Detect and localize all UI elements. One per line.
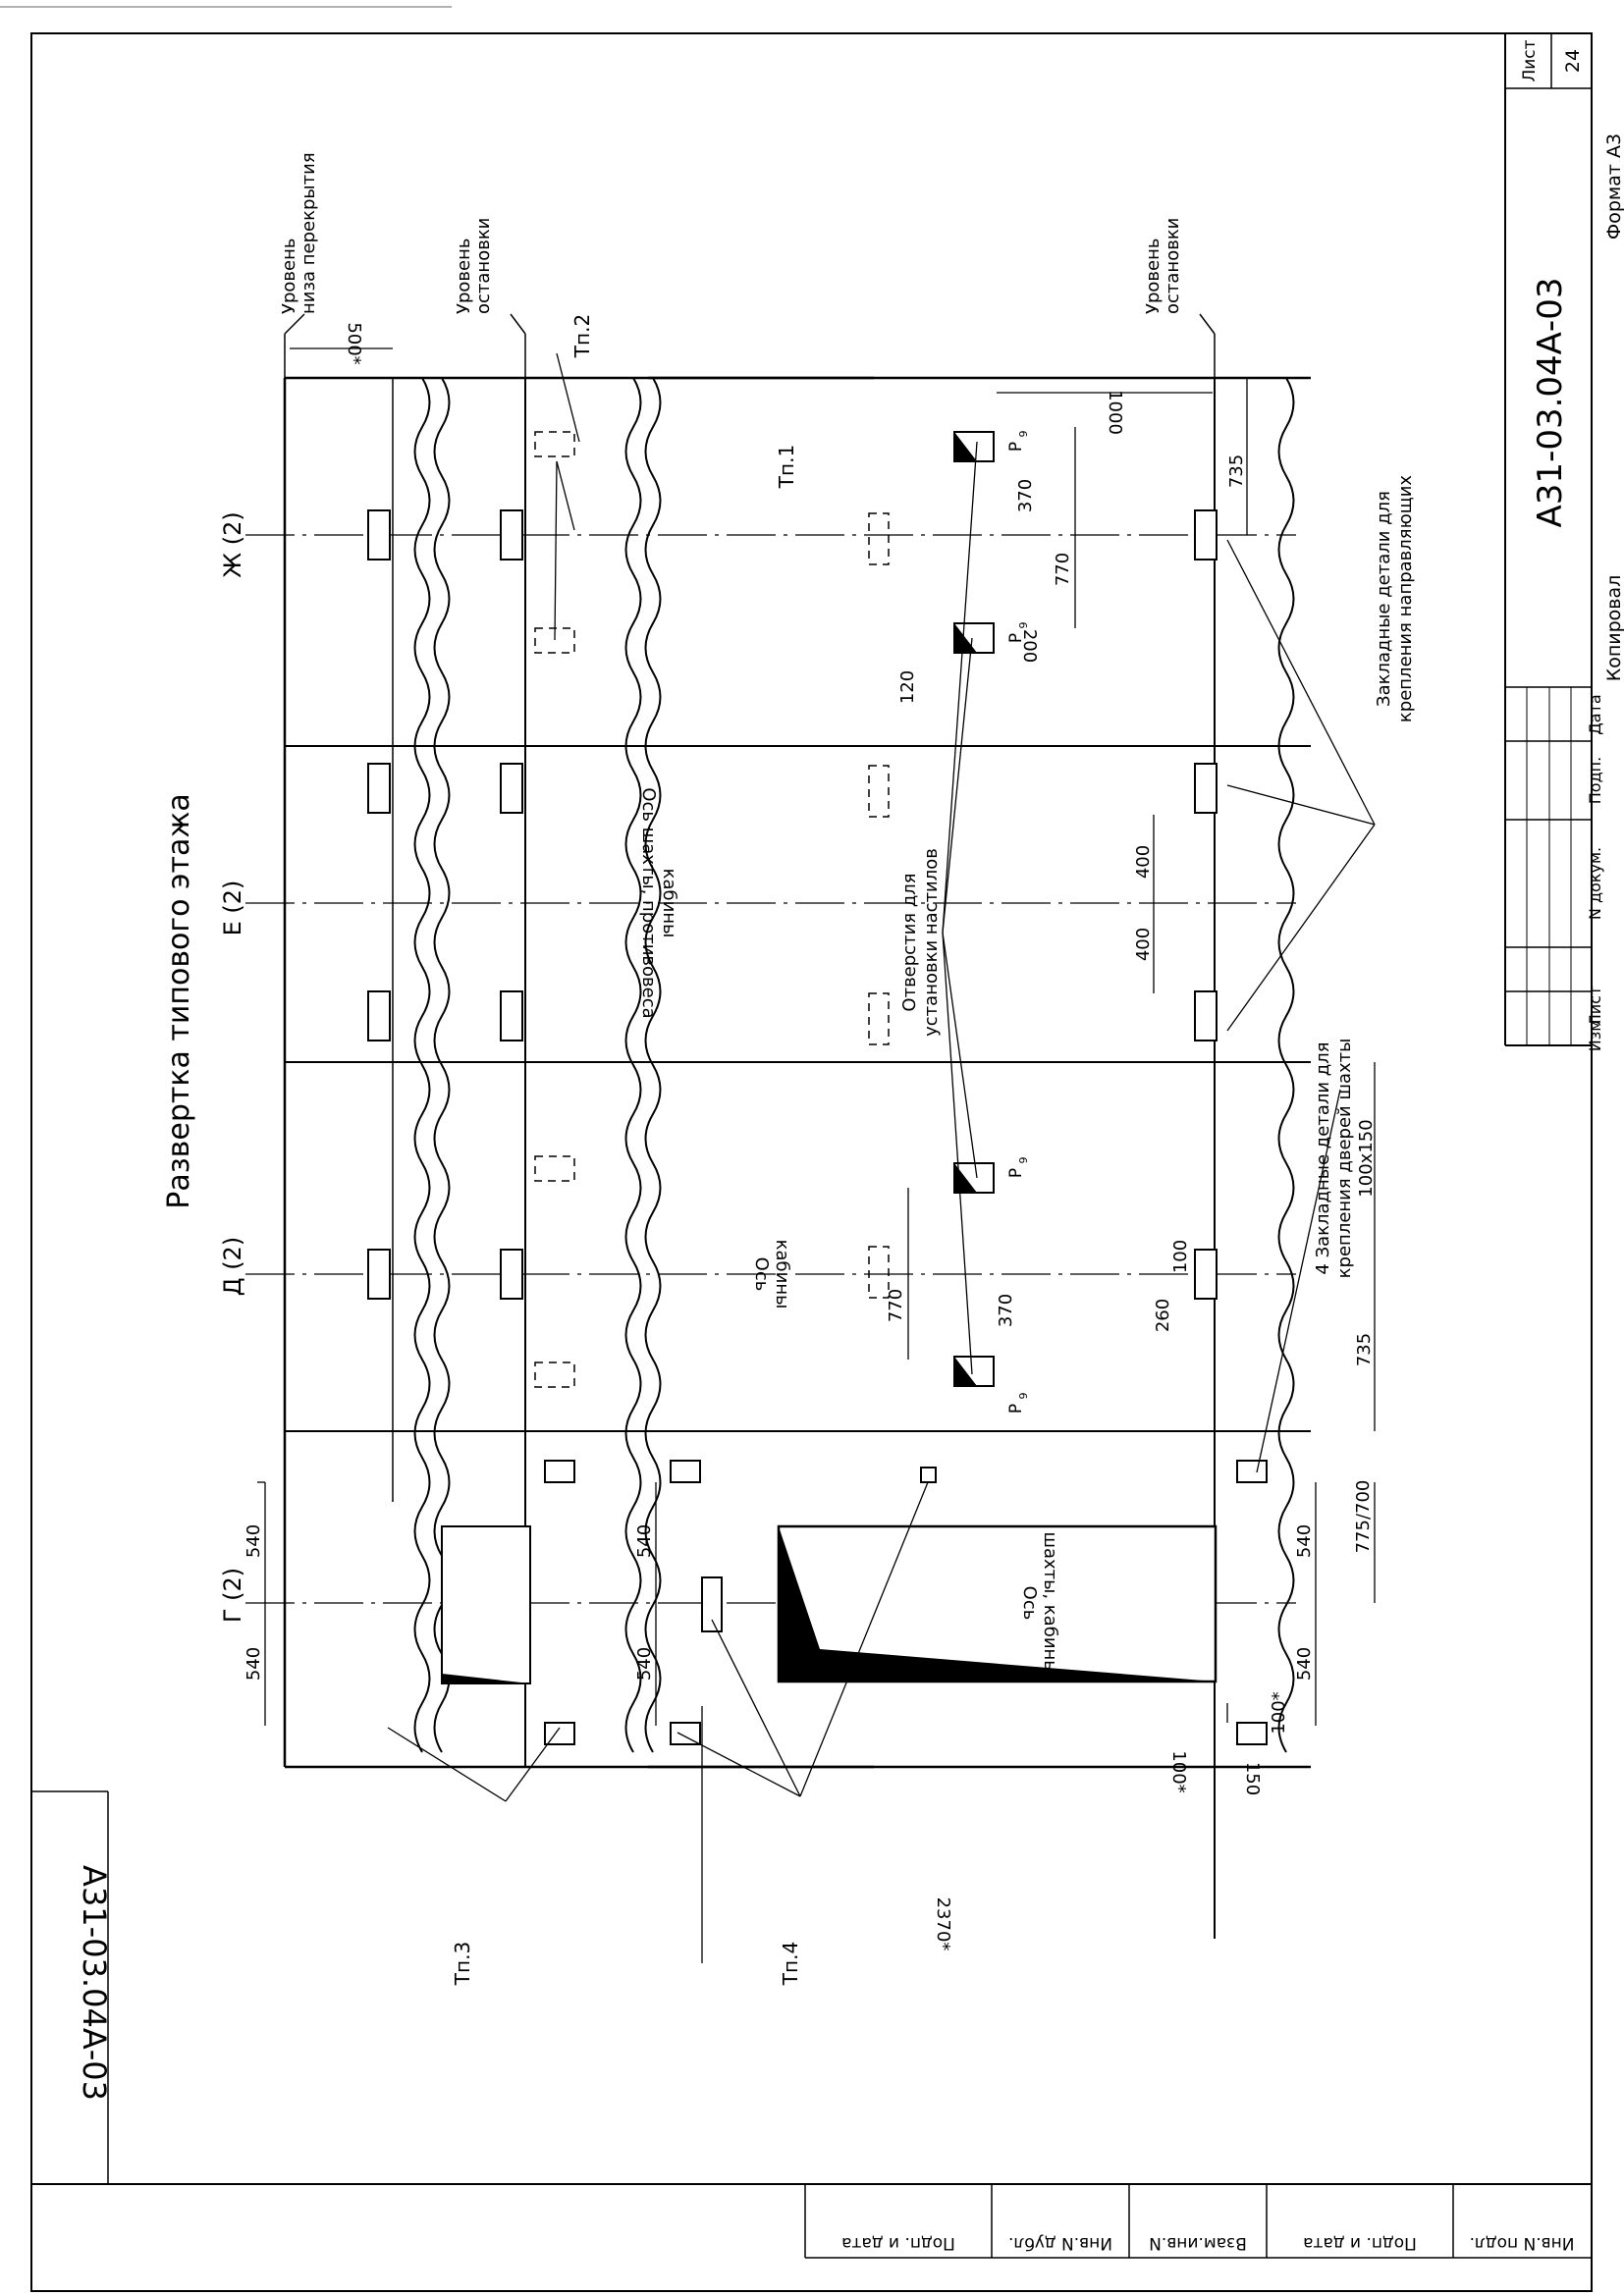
dimension-value: 540 xyxy=(244,1524,264,1558)
dimension-value: 150 xyxy=(1242,1762,1263,1795)
title-block xyxy=(1504,33,1592,1046)
drawing-title: Развертка типового этажа xyxy=(162,793,196,1209)
axis-label-g: Г (2) xyxy=(219,1568,246,1623)
label-door: крепления дверей шахты xyxy=(1334,1039,1355,1279)
stamp-column-label: Изм xyxy=(1586,1020,1604,1052)
dimension-value: 770 xyxy=(1053,553,1073,586)
title-block-texts: Лист 24 А31-03.04А-03 Формат А3 Копирова… xyxy=(1520,39,1624,1051)
format-label: Формат А3 xyxy=(1603,133,1624,240)
dimension-value: 540 xyxy=(634,1647,655,1681)
load-markers: P 9 P 9 P 9 P 9 xyxy=(1006,431,1030,1415)
axis-note: шахты, кабины xyxy=(1040,1532,1060,1675)
drawing-designation: А31-03.04А-03 xyxy=(1531,278,1570,528)
dimension-value: 100* xyxy=(1168,1750,1189,1792)
dimension-value: 400 xyxy=(1133,845,1154,879)
stamp-column-label: Дата xyxy=(1586,694,1604,734)
dimension-value: 1000 xyxy=(1105,390,1125,435)
label-door: 100x150 xyxy=(1356,1119,1377,1197)
dimension-value: 260 xyxy=(1153,1299,1173,1332)
level-label: остановки xyxy=(1163,218,1183,314)
load-marker-index: 9 xyxy=(1017,622,1030,629)
dashed-openings xyxy=(534,431,890,1388)
stamp-column-label: Лист xyxy=(1586,987,1604,1027)
sheet-frame xyxy=(0,6,1593,2292)
axis-note: Ось xyxy=(1019,1586,1040,1621)
dimension-value: 775/700 xyxy=(1353,1480,1374,1554)
dimension-value: 770 xyxy=(886,1289,906,1322)
dimension-value: 540 xyxy=(634,1524,655,1558)
side-column-label: Инв.N подл. xyxy=(1470,2233,1575,2253)
dimension-value: 200 xyxy=(1019,629,1040,663)
leader-lines xyxy=(387,352,1376,1802)
axis-label-zh: Ж (2) xyxy=(219,511,246,577)
level-markers xyxy=(284,313,1216,378)
sheet-number: 24 xyxy=(1562,49,1584,73)
side-column-label: Подп. и дата xyxy=(841,2233,955,2253)
dimension-value: 500* xyxy=(344,322,364,364)
door-opening xyxy=(441,1524,1218,1684)
axis-labels: Г (2) Д (2) Е (2) Ж (2) xyxy=(219,511,246,1623)
level-label: Уровень xyxy=(1143,239,1164,314)
stamp-column-label: N докум. xyxy=(1586,847,1604,920)
load-marker-index: 9 xyxy=(1017,431,1030,438)
axis-note: Ось xyxy=(751,1257,772,1292)
side-column-label: Подп. и дата xyxy=(1303,2233,1417,2253)
axis-note: Ось шахты, противовеса xyxy=(638,787,659,1018)
load-marker: P xyxy=(1006,442,1026,452)
axis-label-e: Е (2) xyxy=(219,881,246,936)
level-label: остановки xyxy=(473,218,494,314)
dimension-value: 100 xyxy=(1170,1240,1191,1273)
axis-notes: Ось шахты, противовеса кабины Ось кабины… xyxy=(638,787,1060,1674)
side-column-labels: Инв.N подл. Подп. и дата Взам.инв.N Инв.… xyxy=(841,2233,1574,2253)
shaft-elevation xyxy=(283,376,1311,1939)
label-door: 4 Закладные детали для xyxy=(1313,1041,1333,1274)
dimension-value: 540 xyxy=(1294,1524,1315,1558)
side-column-label: Инв.N дубл. xyxy=(1008,2233,1112,2253)
label-tp1: Tп.1 xyxy=(775,445,798,489)
label-tp4: Tп.4 xyxy=(779,1942,802,1986)
load-marker: P xyxy=(1006,1404,1026,1414)
stamp-column-label: Подп. xyxy=(1586,757,1604,804)
dimension-value: 370 xyxy=(996,1294,1016,1327)
dimension-value: 735 xyxy=(1354,1333,1375,1366)
axis-center-lines xyxy=(245,534,1296,1604)
label-rails: Закладные детали для xyxy=(1374,491,1394,707)
dimension-labels: 500* 540 540 540 540 540 540 770 370 770… xyxy=(244,322,1375,1950)
load-marker-index: 9 xyxy=(1017,1157,1030,1164)
dimension-value: 540 xyxy=(244,1647,264,1681)
copied-label: Копировал xyxy=(1603,575,1624,682)
load-marker-index: 9 xyxy=(1017,1393,1030,1400)
embedded-plates xyxy=(367,509,1268,1745)
level-labels: Уровень низа перекрытия Уровень остановк… xyxy=(279,152,1183,314)
leader-labels: Tп.2 Tп.1 Tп.3 Tп.4 Закладные детали для… xyxy=(451,314,1416,1986)
load-marker: P xyxy=(1006,633,1026,643)
dimension-value: 370 xyxy=(1015,479,1036,512)
axis-label-d: Д (2) xyxy=(219,1237,246,1296)
label-tp3: Tп.3 xyxy=(451,1942,474,1986)
dimension-value: 2370* xyxy=(933,1897,953,1951)
dimension-value: 540 xyxy=(1294,1647,1315,1681)
sheet-label: Лист xyxy=(1520,39,1540,81)
side-column-label: Взам.инв.N xyxy=(1149,2233,1247,2253)
load-marker: P xyxy=(1006,1168,1026,1178)
dimension-value: 735 xyxy=(1226,454,1247,488)
level-label: низа перекрытия xyxy=(298,152,319,314)
level-label: Уровень xyxy=(454,239,474,314)
dimension-value: 120 xyxy=(897,670,918,704)
label-rails: крепления направляющих xyxy=(1395,475,1416,723)
label-tp2: Tп.2 xyxy=(570,314,594,358)
dimension-value: 400 xyxy=(1133,928,1154,961)
axis-note: кабины xyxy=(772,1240,792,1309)
level-label: Уровень xyxy=(279,239,299,314)
dimension-value: 100* xyxy=(1269,1691,1289,1734)
dimension-lines xyxy=(257,347,1376,1963)
axis-note: кабины xyxy=(659,869,679,938)
side-designation: А31-03.04А-03 xyxy=(76,1865,113,2101)
label-holes: установки настилов xyxy=(921,848,942,1037)
label-holes: Отверстия для xyxy=(899,873,920,1011)
break-lines xyxy=(413,377,1295,1753)
